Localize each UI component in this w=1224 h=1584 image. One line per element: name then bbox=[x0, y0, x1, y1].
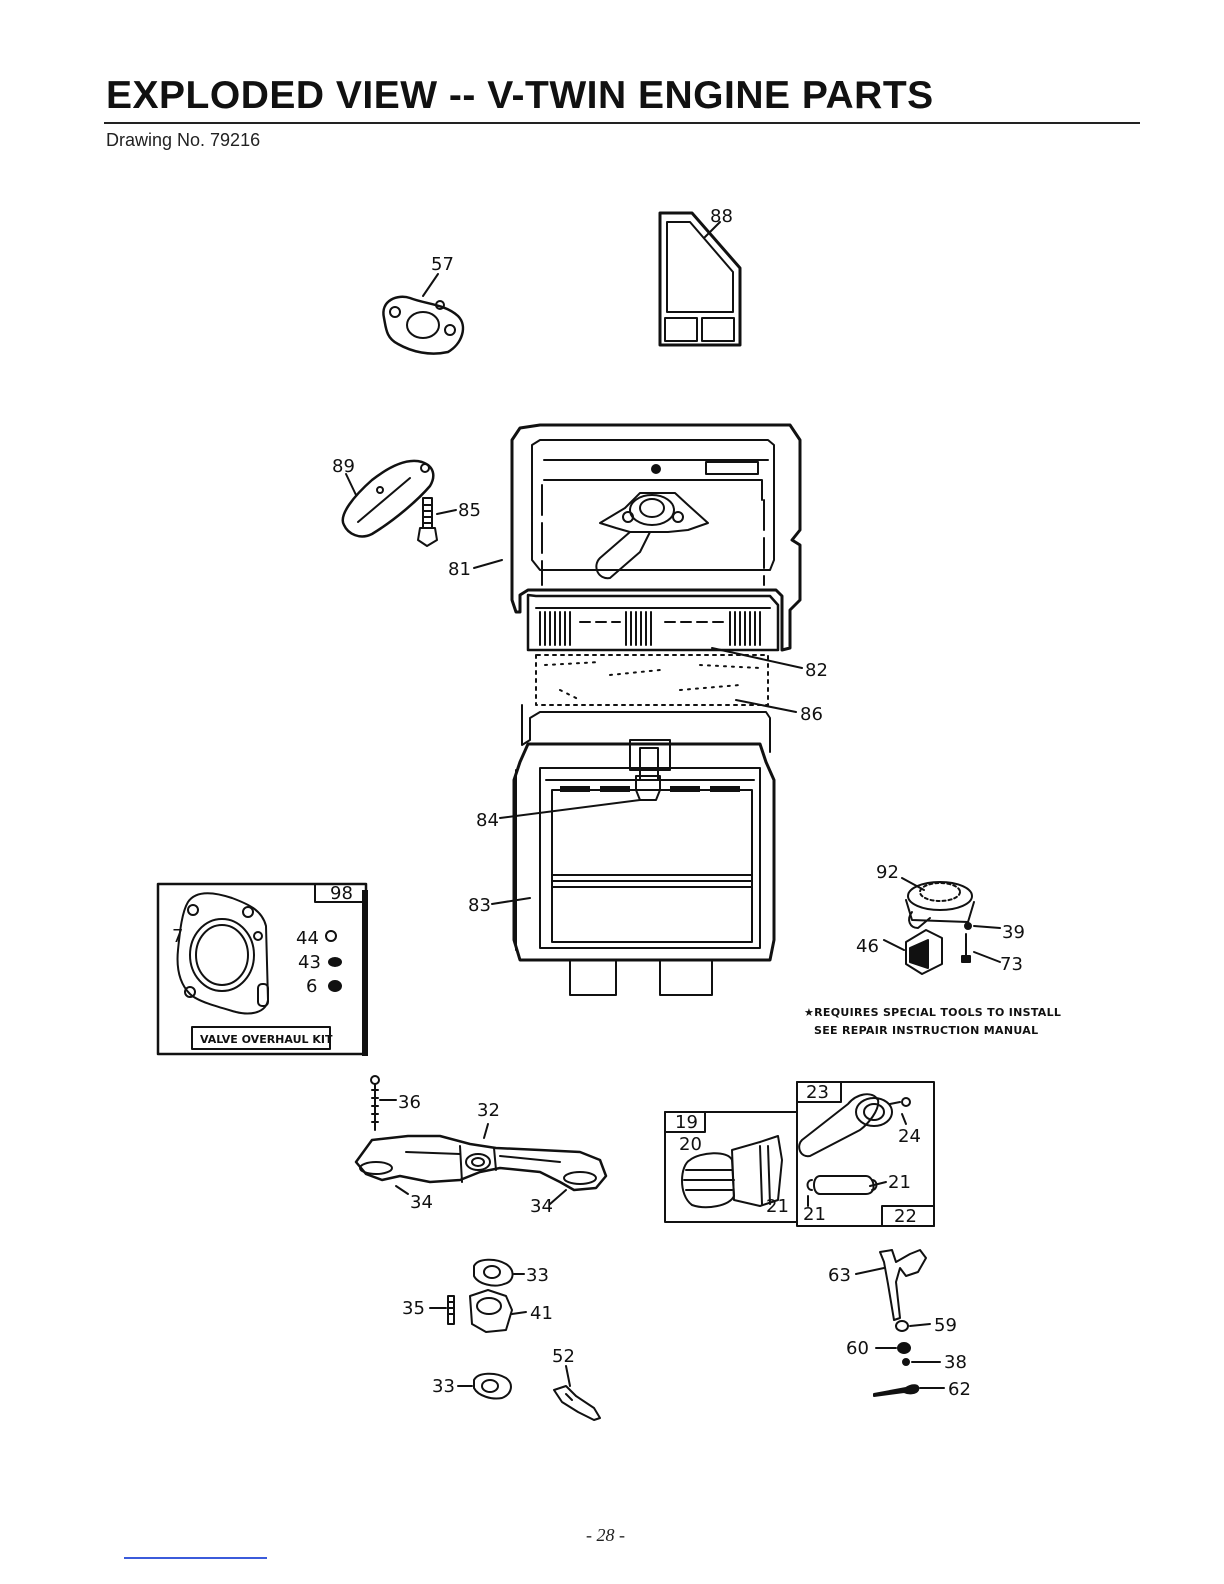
label-21-clip-left: 21 bbox=[766, 1196, 789, 1217]
page-number: - 28 - bbox=[586, 1525, 625, 1546]
label-63: 63 bbox=[828, 1265, 851, 1286]
label-62: 62 bbox=[948, 1379, 971, 1400]
label-21-clip-right: 21 bbox=[803, 1204, 826, 1225]
label-52: 52 bbox=[552, 1346, 575, 1367]
label-44: 44 bbox=[296, 928, 319, 949]
label-88: 88 bbox=[710, 206, 733, 227]
part-33-gasket-lower bbox=[458, 1374, 511, 1399]
label-36: 36 bbox=[398, 1092, 421, 1113]
label-34-right: 34 bbox=[530, 1196, 553, 1217]
label-92: 92 bbox=[876, 862, 899, 883]
part-83-air-cleaner-cover bbox=[492, 744, 774, 995]
label-60: 60 bbox=[846, 1338, 869, 1359]
label-23: 23 bbox=[806, 1082, 829, 1103]
part-35-bolt bbox=[430, 1296, 454, 1324]
label-33-lower: 33 bbox=[432, 1376, 455, 1397]
label-6: 6 bbox=[306, 976, 317, 997]
label-20: 20 bbox=[679, 1134, 702, 1155]
label-39: 39 bbox=[1002, 922, 1025, 943]
part-82-filter-element bbox=[528, 595, 802, 668]
label-83: 83 bbox=[468, 895, 491, 916]
label-82: 82 bbox=[805, 660, 828, 681]
label-22: 22 bbox=[894, 1206, 917, 1227]
label-43: 43 bbox=[298, 952, 321, 973]
part-63-governor-lever bbox=[856, 1250, 926, 1320]
part-86-foam-precleaner bbox=[522, 655, 796, 752]
part-32-intake-manifold bbox=[356, 1124, 606, 1204]
part-33-gasket-upper bbox=[474, 1260, 524, 1286]
label-34-left: 34 bbox=[410, 1192, 433, 1213]
label-33-upper: 33 bbox=[526, 1265, 549, 1286]
part-88-precleaner-frame bbox=[660, 213, 740, 345]
part-46-oil-filter bbox=[884, 930, 942, 974]
label-46: 46 bbox=[856, 936, 879, 957]
label-89: 89 bbox=[332, 456, 355, 477]
part-36-bolt bbox=[371, 1076, 396, 1130]
label-32: 32 bbox=[477, 1100, 500, 1121]
label-98: 98 bbox=[330, 883, 353, 904]
label-35: 35 bbox=[402, 1298, 425, 1319]
label-86: 86 bbox=[800, 704, 823, 725]
part-39-73-fittings bbox=[962, 923, 1000, 962]
label-19: 19 bbox=[675, 1112, 698, 1133]
note-special-tools: ★REQUIRES SPECIAL TOOLS TO INSTALL bbox=[804, 1006, 1061, 1019]
label-73: 73 bbox=[1000, 954, 1023, 975]
footer-underline bbox=[124, 1557, 267, 1559]
part-98-valve-overhaul-kit bbox=[158, 884, 368, 1056]
label-85: 85 bbox=[458, 500, 481, 521]
part-52-spark-plug bbox=[554, 1366, 600, 1420]
part-89-cover-plate bbox=[343, 461, 434, 536]
note-repair-manual: SEE REPAIR INSTRUCTION MANUAL bbox=[814, 1024, 1038, 1037]
label-21-pin: 21 bbox=[888, 1172, 911, 1193]
label-41: 41 bbox=[530, 1303, 553, 1324]
label-84: 84 bbox=[476, 810, 499, 831]
label-59: 59 bbox=[934, 1315, 957, 1336]
label-38: 38 bbox=[944, 1352, 967, 1373]
valve-overhaul-kit-label: VALVE OVERHAUL KIT bbox=[200, 1033, 333, 1046]
label-24: 24 bbox=[898, 1126, 921, 1147]
label-7: 7 bbox=[172, 926, 183, 947]
part-92-oil-filter-adapter bbox=[902, 878, 974, 928]
label-81: 81 bbox=[448, 559, 471, 580]
part-57-gasket bbox=[383, 274, 463, 354]
part-41-spacer bbox=[470, 1290, 526, 1332]
label-57: 57 bbox=[431, 254, 454, 275]
part-85-bolt bbox=[418, 498, 456, 546]
